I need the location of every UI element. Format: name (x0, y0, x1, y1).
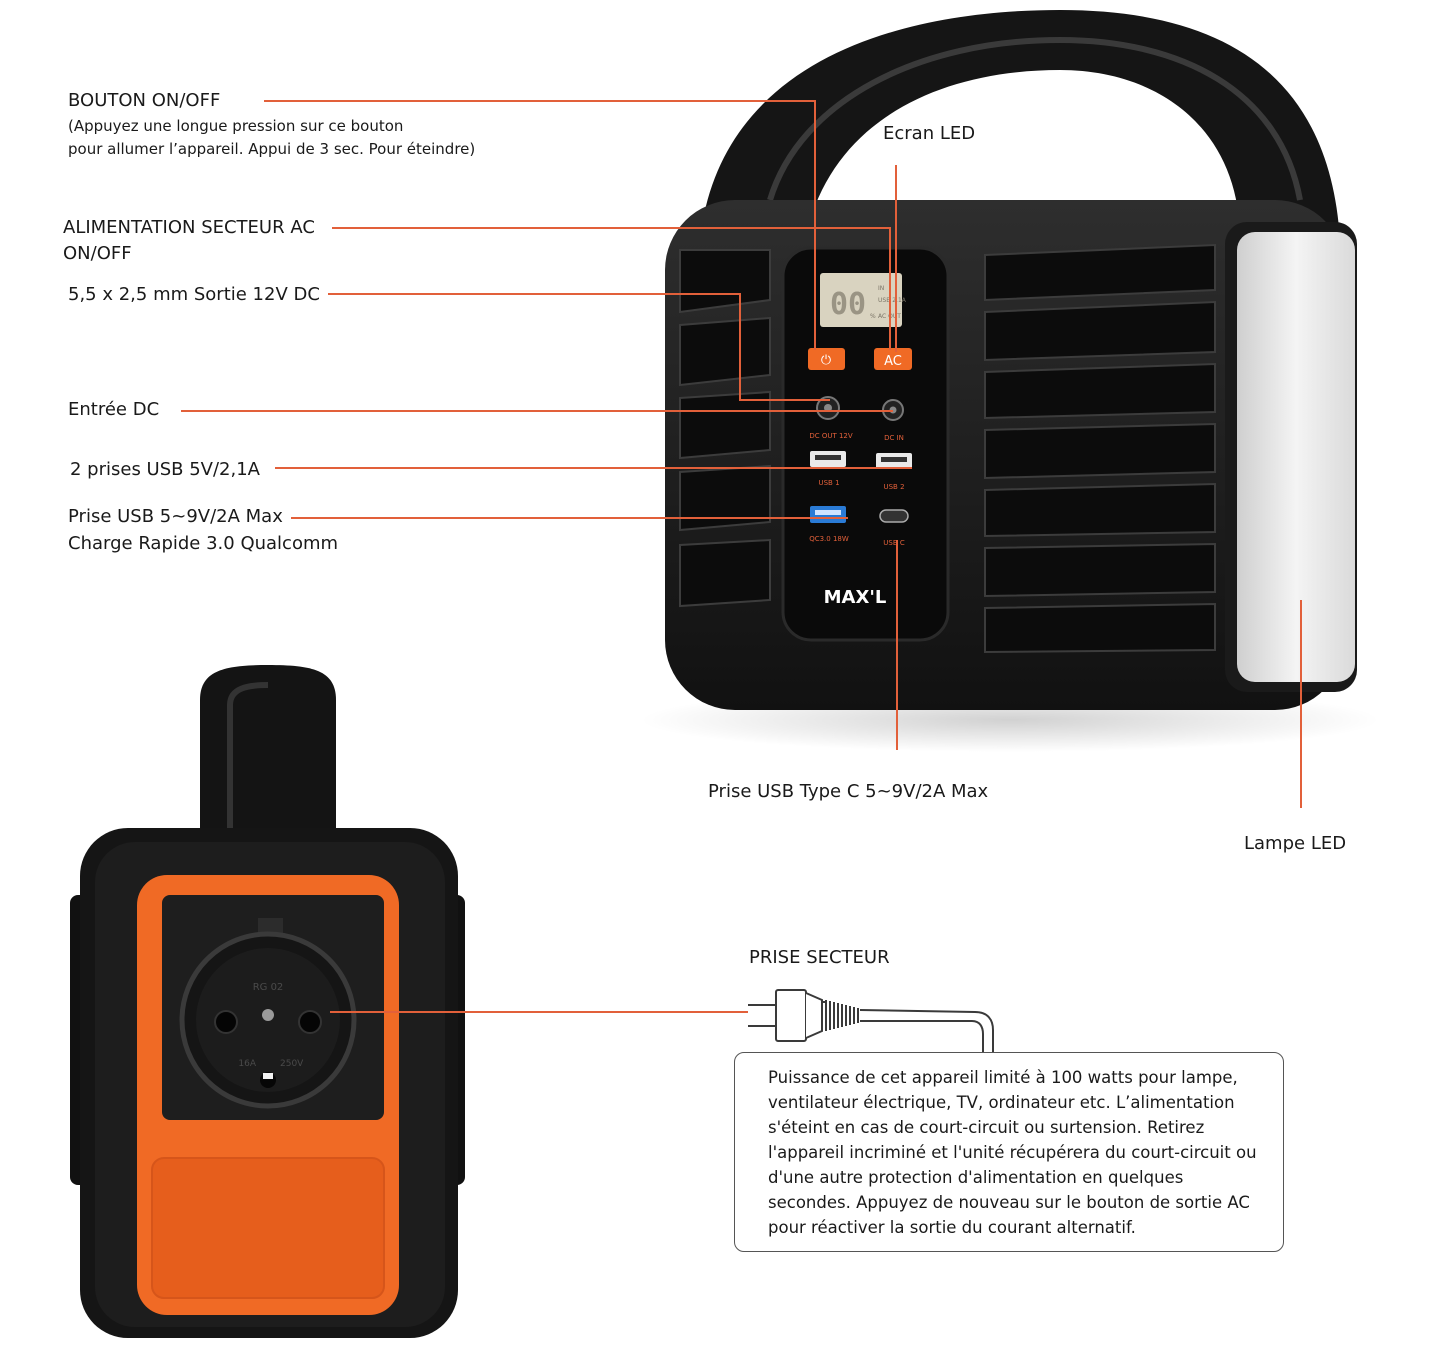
power-button[interactable] (808, 348, 845, 370)
svg-text:USB 2.1A: USB 2.1A (878, 297, 907, 304)
ac-power-label-line1: ALIMENTATION SECTEUR AC (63, 217, 315, 238)
svg-text:DC IN: DC IN (884, 434, 904, 442)
lcd-digits: 00 (830, 287, 866, 322)
svg-text:16A: 16A (238, 1059, 256, 1069)
brand-logo: MAX'L (824, 587, 887, 608)
mains-socket-label: PRISE SECTEUR (749, 947, 890, 968)
svg-text:250V: 250V (280, 1059, 304, 1069)
svg-text:%: % (870, 313, 876, 320)
dc-in-label: Entrée DC (68, 399, 160, 420)
svg-text:USB 1: USB 1 (818, 479, 839, 487)
plug-icon (748, 989, 994, 1052)
usb-c-label: Prise USB Type C 5~9V/2A Max (708, 781, 989, 802)
leader-lines (181, 100, 1302, 1013)
power-station-front-view: 00 IN USB 2.1A AC OUT % ⏻ AC DC OUT 12V … (640, 10, 1380, 752)
svg-text:USB 2: USB 2 (883, 483, 904, 491)
ac-button[interactable] (874, 348, 912, 370)
lcd-screen (820, 273, 902, 327)
usb-ports-label: 2 prises USB 5V/2,1A (70, 459, 260, 480)
svg-text:AC: AC (884, 354, 902, 369)
svg-text:USB C: USB C (883, 539, 905, 547)
power-button-desc-line1: (Appuyez une longue pression sur ce bout… (68, 117, 404, 135)
svg-text:DC OUT 12V: DC OUT 12V (809, 432, 853, 440)
svg-text:QC3.0 18W: QC3.0 18W (809, 535, 849, 543)
led-lamp-label: Lampe LED (1244, 833, 1347, 854)
usb-c-port (879, 509, 909, 523)
power-station-side-view: RG 02 16A 250V (70, 665, 465, 1338)
svg-text:RG 02: RG 02 (253, 982, 284, 993)
ac-power-label-line2: ON/OFF (63, 243, 132, 264)
power-limit-note: Puissance de cet appareil limité à 100 w… (734, 1052, 1284, 1252)
dc-out-label: 5,5 x 2,5 mm Sortie 12V DC (68, 284, 320, 305)
led-screen-label: Ecran LED (883, 123, 976, 144)
svg-text:IN: IN (878, 285, 884, 292)
power-button-desc-line2: pour allumer l’appareil. Appui de 3 sec.… (68, 140, 476, 158)
power-icon: ⏻ (821, 353, 831, 368)
power-button-label: BOUTON ON/OFF (68, 90, 221, 111)
qc-port-label-line2: Charge Rapide 3.0 Qualcomm (68, 533, 339, 554)
qc-port-label-line1: Prise USB 5~9V/2A Max (68, 506, 283, 527)
